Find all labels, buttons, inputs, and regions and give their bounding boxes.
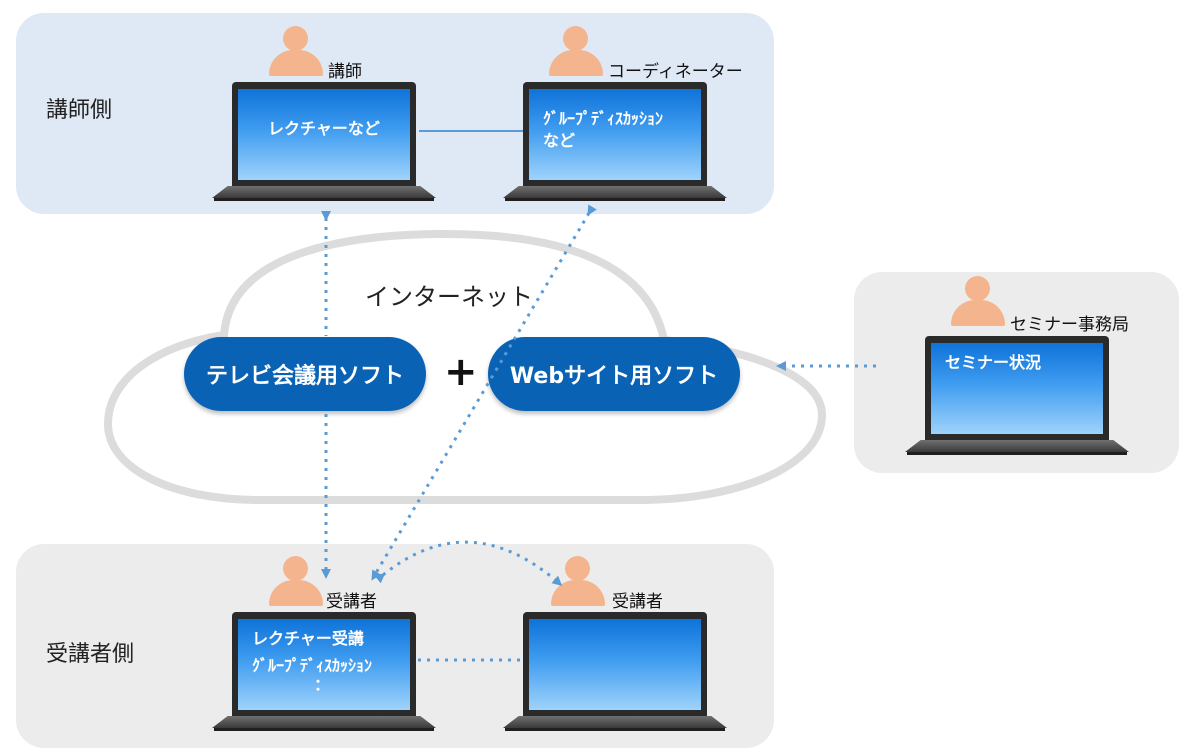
seminar-office-screen-text: セミナー状況	[945, 353, 1042, 372]
teacher-side-label: 講師側	[46, 98, 113, 123]
student-student-curve-arrow	[374, 540, 563, 586]
student-main-laptop: レクチャー受講 ｸﾞﾙｰﾌﾟﾃﾞｨｽｶｯｼｮﾝ ：	[212, 612, 436, 732]
lecturer-screen-text: レクチャーなど	[268, 119, 380, 138]
seminar-office-label: セミナー事務局	[1010, 315, 1129, 335]
coordinator-student-arrow	[371, 204, 597, 581]
seminar-office-person-icon	[948, 276, 1008, 326]
student-screen-line-3: ：	[314, 675, 331, 694]
student-other-laptop	[503, 612, 727, 732]
student-other-label: 受講者	[612, 592, 663, 612]
coordinator-label: コーディネーター	[608, 62, 743, 82]
coordinator-laptop: ｸﾞﾙｰﾌﾟﾃﾞｨｽｶｯｼｮﾝ など	[503, 82, 727, 202]
student-main-label: 受講者	[326, 592, 377, 612]
seminar-office-laptop: セミナー状況	[905, 336, 1129, 456]
coordinator-screen-line-1: ｸﾞﾙｰﾌﾟﾃﾞｨｽｶｯｼｮﾝ	[543, 109, 664, 128]
student-side-label: 受講者側	[46, 642, 135, 667]
coordinator-screen-line-2: など	[543, 131, 576, 150]
lecturer-person-icon	[266, 26, 326, 76]
student-main-person-icon	[266, 556, 326, 606]
coordinator-person-icon	[546, 26, 606, 76]
lecturer-label: 講師	[328, 62, 362, 82]
student-screen-line-1: レクチャー受講	[252, 629, 364, 648]
lecturer-laptop: レクチャーなど	[212, 82, 436, 202]
student-screen-line-2: ｸﾞﾙｰﾌﾟﾃﾞｨｽｶｯｼｮﾝ	[252, 656, 373, 675]
